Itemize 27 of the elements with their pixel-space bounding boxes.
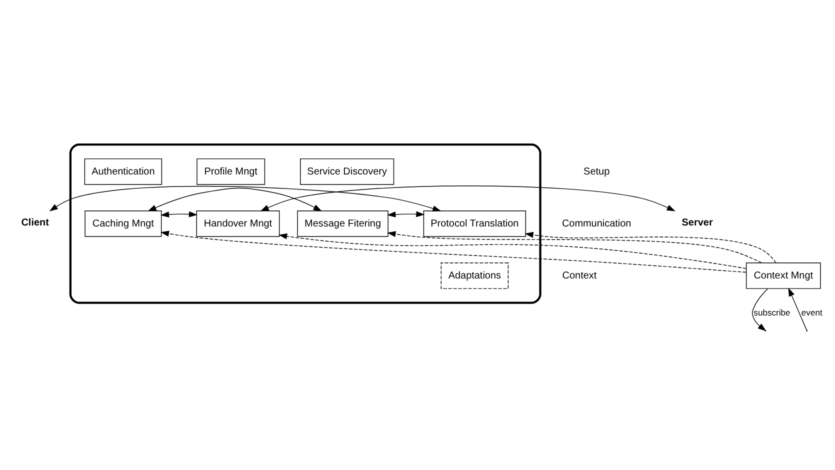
node-box: Protocol Translation — [422, 210, 526, 237]
edge-label: event — [800, 307, 822, 318]
label: Communication — [561, 218, 631, 230]
arrow — [260, 186, 675, 212]
node-box: Service Discovery — [300, 158, 394, 185]
node-box: Context Mngt — [745, 262, 820, 289]
edge-label: subscribe — [753, 307, 790, 318]
label: Context — [562, 270, 596, 282]
arrow — [386, 211, 424, 218]
node-box: Adaptations — [440, 262, 508, 289]
arrow — [160, 211, 198, 218]
node-box: Message Fitering — [296, 210, 388, 237]
node-box: Profile Mngt — [196, 158, 265, 185]
cluster — [68, 143, 541, 304]
arrow — [386, 231, 762, 264]
arrow — [278, 233, 746, 269]
arrow — [147, 188, 322, 212]
arrow — [524, 232, 776, 264]
arrow — [48, 186, 441, 212]
node-text: Server — [681, 218, 712, 229]
arrow — [160, 230, 746, 273]
node-box: Authentication — [84, 158, 162, 185]
arrow — [788, 288, 807, 331]
node-text: Client — [20, 218, 48, 229]
node-box: Caching Mngt — [84, 210, 162, 237]
label: Setup — [583, 166, 610, 178]
node-box: Handover Mngt — [196, 210, 280, 237]
